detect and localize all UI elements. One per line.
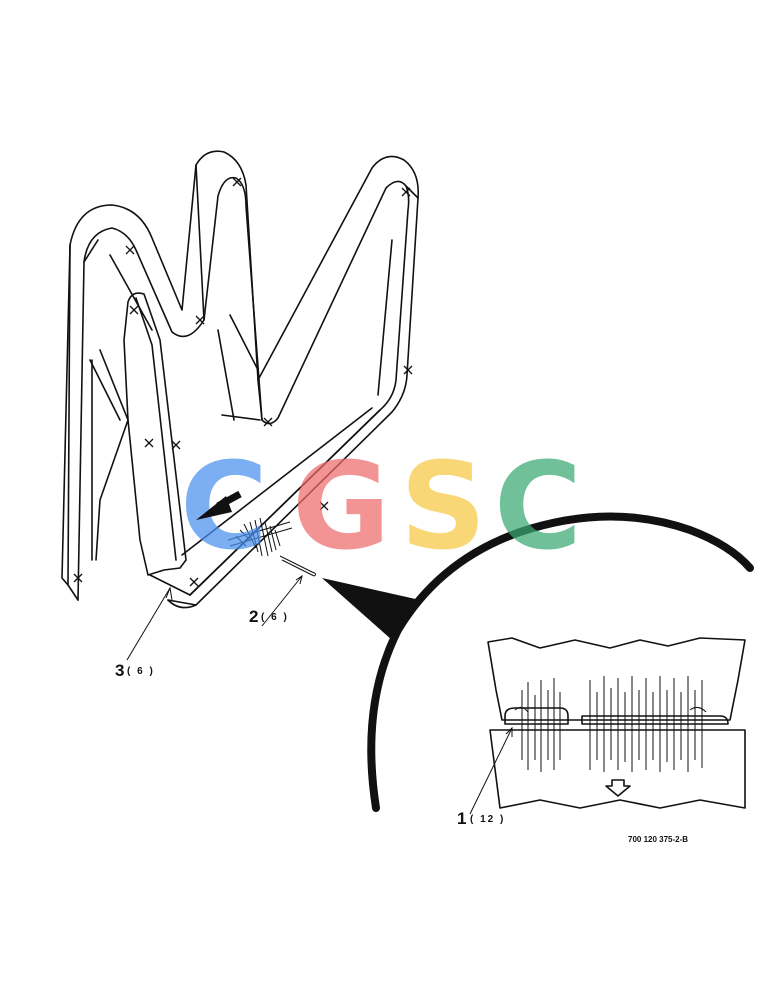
callout-1-quantity: ( 12 ) xyxy=(470,814,505,825)
callout-2: 2 ( 6 ) xyxy=(249,607,289,626)
detail-pointer xyxy=(322,578,420,640)
callout-1: 1 ( 12 ) xyxy=(457,809,505,828)
watermark-letter: C xyxy=(494,438,582,577)
callout-2-number: 2 xyxy=(249,607,258,626)
zigzag-frame xyxy=(61,150,420,609)
direction-arrow xyxy=(196,490,242,520)
leader-lines xyxy=(126,574,513,815)
callout-3-number: 3 xyxy=(115,661,124,680)
watermark-letter: G xyxy=(292,438,391,577)
callout-2-quantity: ( 6 ) xyxy=(261,612,289,623)
callout-1-number: 1 xyxy=(457,809,466,828)
callout-3-quantity: ( 6 ) xyxy=(127,666,155,677)
detail-inset xyxy=(487,637,746,809)
fastener-marks xyxy=(73,177,413,587)
watermark: C G S C xyxy=(180,438,582,577)
figure-id: 700 120 375-2-B xyxy=(628,835,688,844)
watermark-letter: S xyxy=(400,438,486,577)
detail-magnifier-circle xyxy=(367,512,754,812)
pin-part xyxy=(279,555,317,577)
brush-strip xyxy=(227,517,293,557)
callout-3: 3 ( 6 ) xyxy=(115,661,155,680)
